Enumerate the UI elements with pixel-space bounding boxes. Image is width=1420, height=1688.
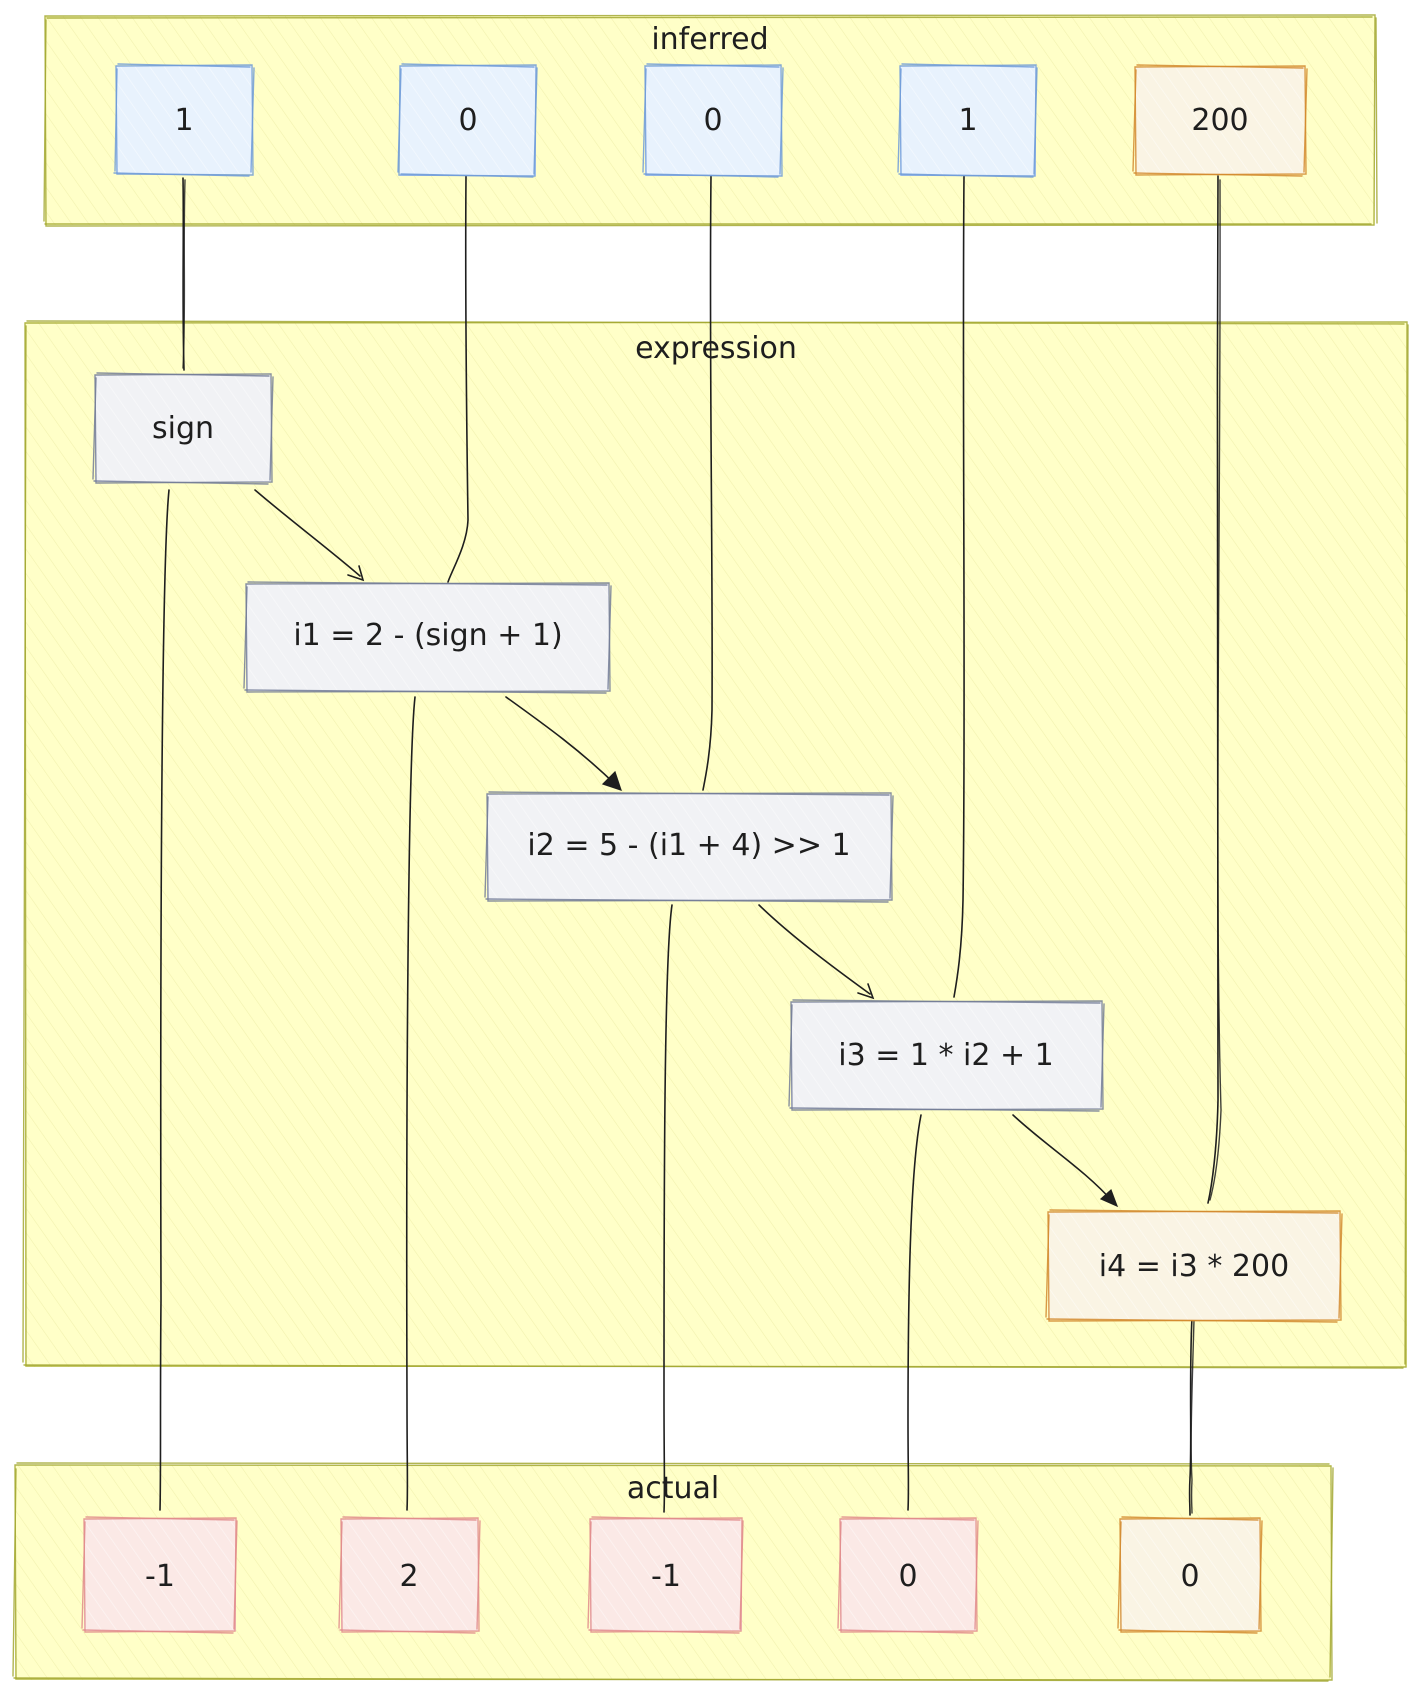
arrow-i2-to-i3 bbox=[758, 904, 871, 995]
arrow-i1-to-i2 bbox=[505, 696, 618, 787]
expression-text: i1 = 2 - (sign + 1) bbox=[293, 618, 562, 653]
inferred-value: 1 bbox=[174, 103, 193, 138]
actual-node-5: 0 bbox=[1117, 1516, 1263, 1634]
expr-node-sign: sign bbox=[92, 372, 274, 485]
inferred-node-1: 1 bbox=[113, 63, 255, 177]
expr-node-i3: i3 = 1 * i2 + 1 bbox=[788, 999, 1105, 1112]
edge-inferred-0b-to-i2 bbox=[702, 175, 713, 791]
inferred-node-3: 0 bbox=[642, 63, 784, 178]
inferred-node-5: 200 bbox=[1132, 64, 1308, 177]
actual-node-2: 2 bbox=[338, 1516, 481, 1634]
edge-i3-to-actual bbox=[907, 1114, 922, 1511]
arrowhead-sign-to-i1 bbox=[347, 565, 365, 582]
expression-text: sign bbox=[152, 411, 214, 446]
chain-arrows bbox=[254, 489, 1119, 1208]
actual-node-3: -1 bbox=[587, 1516, 744, 1634]
expression-text: i2 = 5 - (i1 + 4) >> 1 bbox=[527, 828, 850, 863]
actual-value: 2 bbox=[399, 1559, 418, 1594]
expr-node-i2: i2 = 5 - (i1 + 4) >> 1 bbox=[484, 791, 894, 903]
arrowhead-i3-to-i4 bbox=[1099, 1188, 1119, 1208]
edge-inferred-0-to-i1 bbox=[447, 175, 469, 583]
actual-value: -1 bbox=[651, 1559, 681, 1594]
inferred-node-4: 1 bbox=[897, 63, 1038, 178]
inferred-value: 0 bbox=[703, 103, 722, 138]
arrowhead-i2-to-i3 bbox=[857, 983, 875, 1000]
edge-i4-to-actual bbox=[1188, 1316, 1193, 1516]
arrow-i3-to-i4 bbox=[1012, 1114, 1114, 1203]
edge-i2-to-actual bbox=[663, 904, 673, 1513]
inferred-value: 200 bbox=[1191, 103, 1248, 138]
arrowhead-i1-to-i2 bbox=[601, 770, 622, 791]
edge-i1-to-actual bbox=[405, 696, 416, 1511]
expression-text: i3 = 1 * i2 + 1 bbox=[838, 1038, 1054, 1073]
expression-text: i4 = i3 * 200 bbox=[1099, 1249, 1289, 1284]
edge-inferred-1b-to-i3 bbox=[953, 175, 965, 998]
actual-node-1: -1 bbox=[81, 1516, 238, 1634]
inferred-value: 1 bbox=[958, 103, 977, 138]
group-title-actual: actual bbox=[627, 1471, 719, 1506]
inferred-value: 0 bbox=[458, 103, 477, 138]
arrow-sign-to-i1 bbox=[254, 489, 361, 577]
expr-node-i4: i4 = i3 * 200 bbox=[1045, 1209, 1343, 1323]
expr-node-i1: i1 = 2 - (sign + 1) bbox=[243, 581, 612, 694]
actual-value: -1 bbox=[145, 1559, 175, 1594]
group-title-inferred: inferred bbox=[651, 22, 768, 57]
actual-value: 0 bbox=[898, 1559, 917, 1594]
actual-value: 0 bbox=[1180, 1559, 1199, 1594]
edge-sign-to-actual bbox=[159, 489, 170, 1511]
group-title-expression: expression bbox=[635, 331, 797, 366]
inferred-node-2: 0 bbox=[397, 63, 538, 178]
actual-node-4: 0 bbox=[837, 1516, 979, 1634]
edges bbox=[159, 175, 1222, 1516]
